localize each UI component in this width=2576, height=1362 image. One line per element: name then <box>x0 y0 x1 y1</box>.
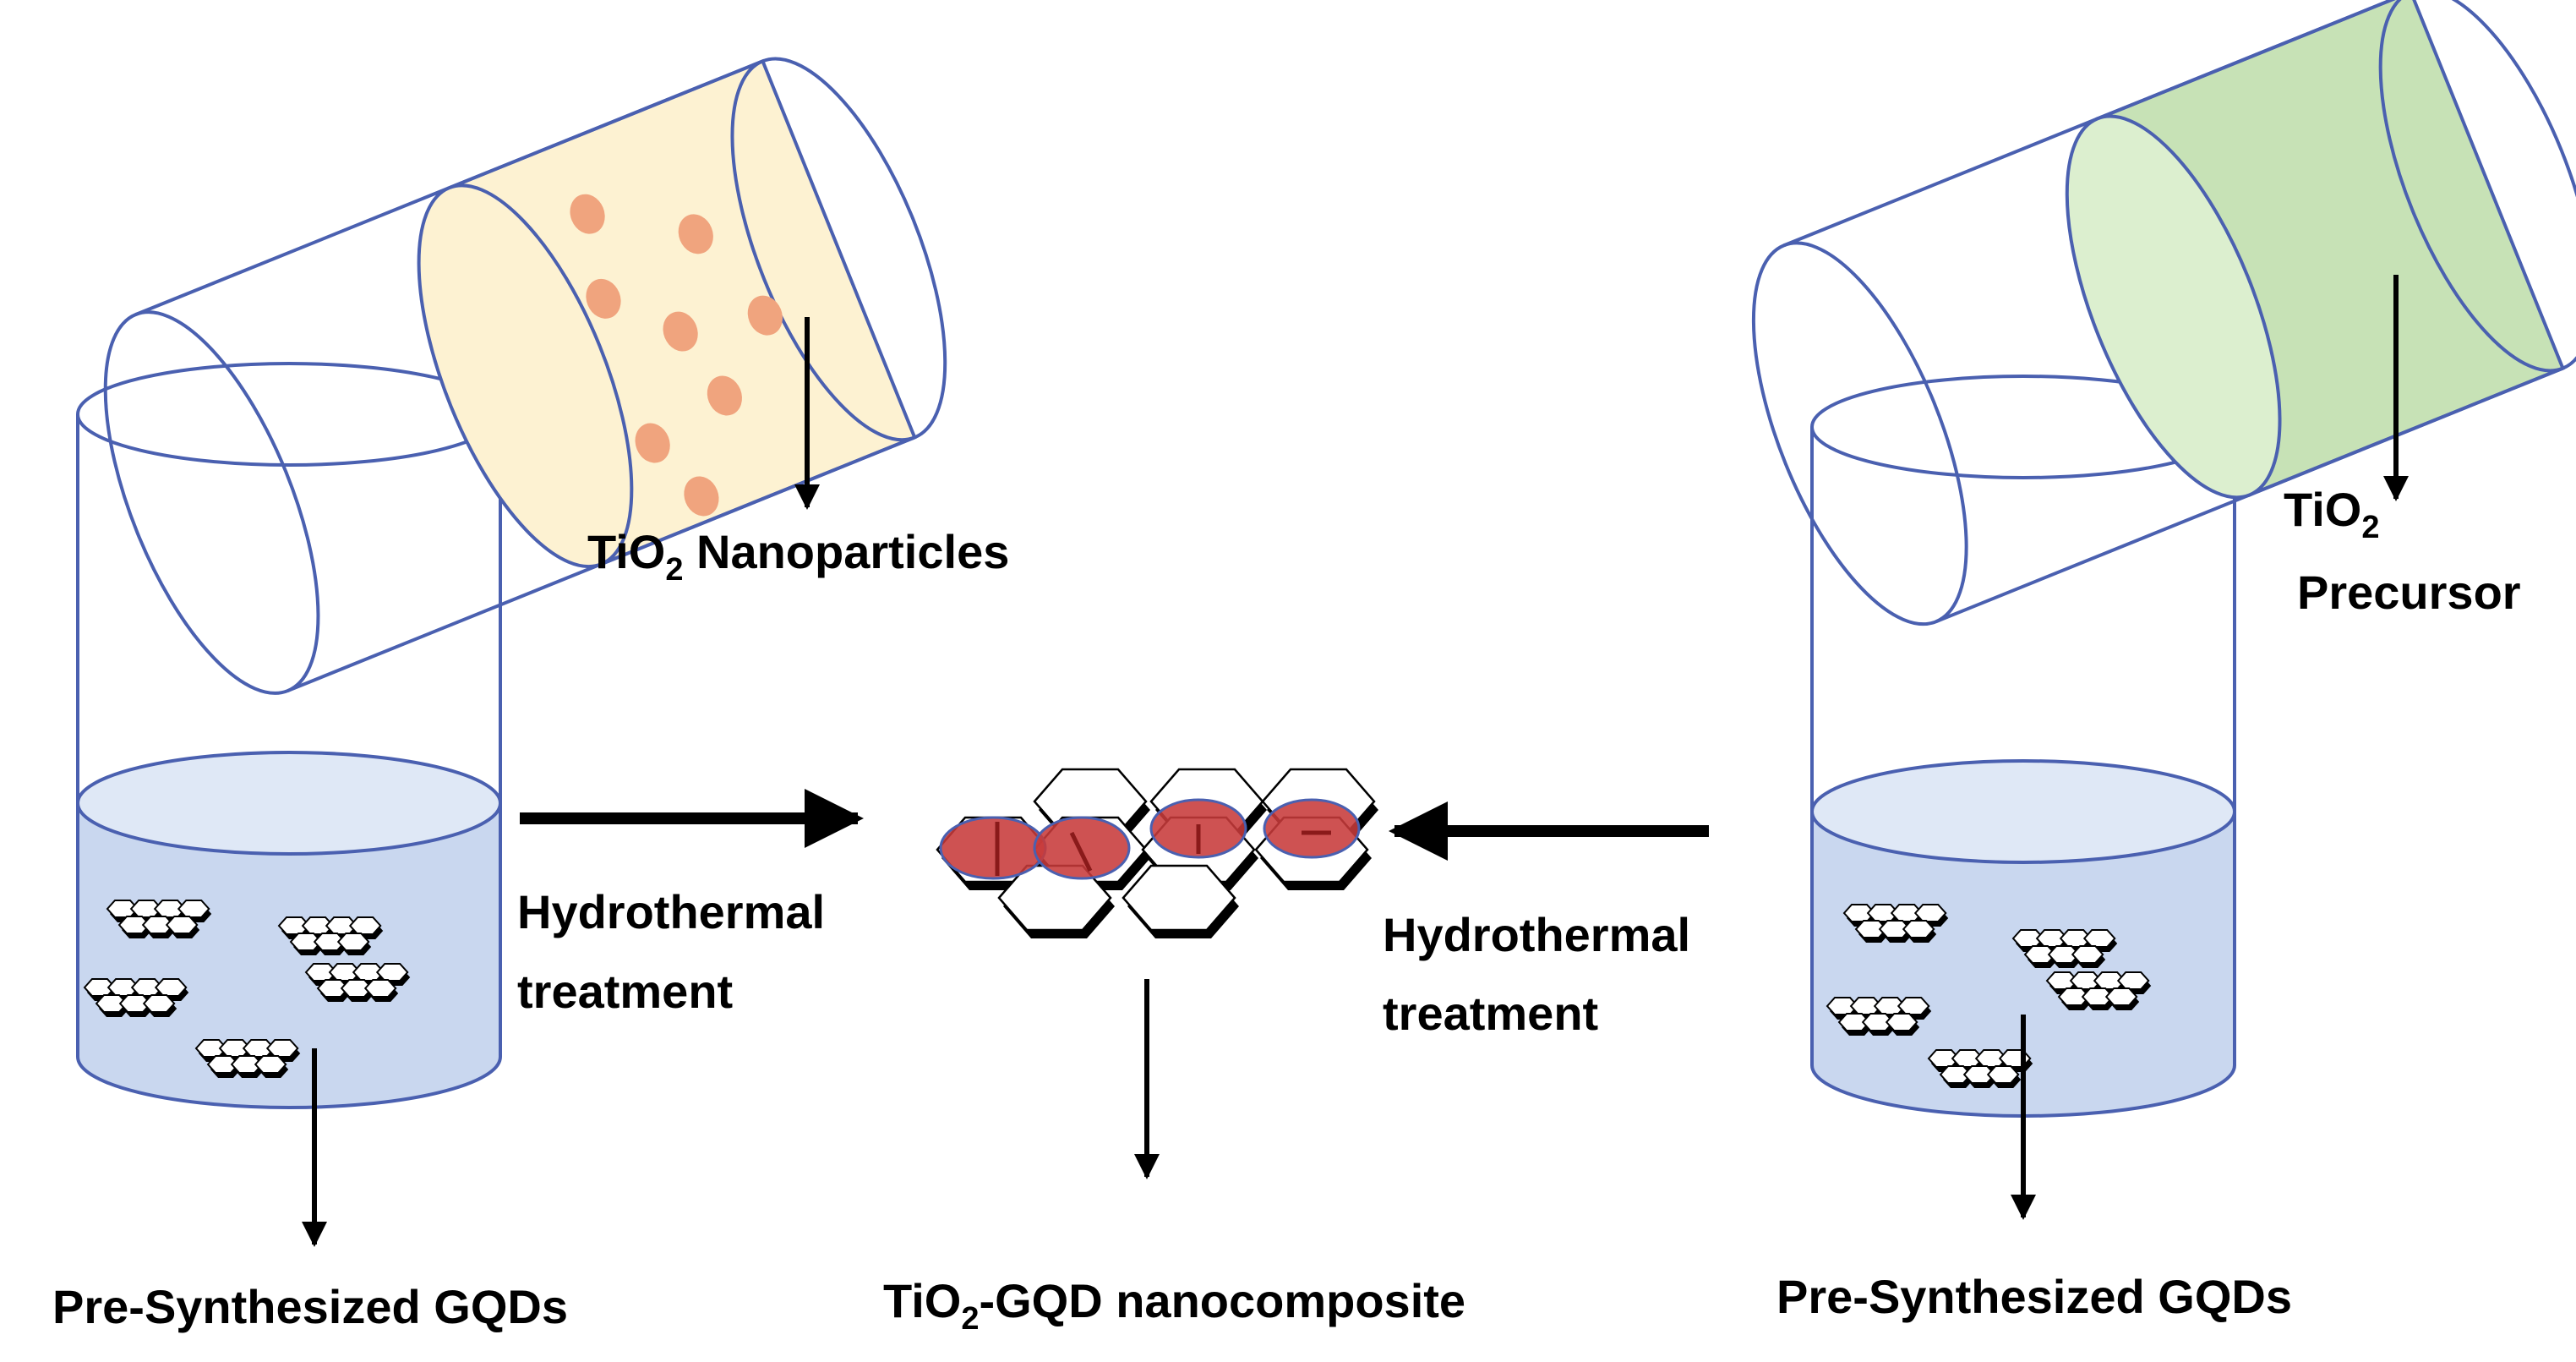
gqd-flake <box>1842 904 1949 943</box>
gqd-flake <box>2045 971 2152 1010</box>
gqd-flake <box>304 963 411 1002</box>
hydrothermal-right-label-line1: Hydrothermal <box>1383 908 1690 961</box>
left-beaker-rim <box>76 362 502 467</box>
right-beaker-liquid-surface <box>1810 759 2236 864</box>
gqd-hex <box>1122 864 1236 932</box>
nanoparticle-tube <box>103 57 947 695</box>
left-beaker-liquid-surface <box>76 751 502 856</box>
right-gqd-flakes <box>1826 904 2152 1088</box>
precursor-tube <box>1751 0 2576 626</box>
gqd-flake <box>194 1039 301 1078</box>
tio2-gqd-nanocomposite <box>936 768 1378 938</box>
tio2-nanoparticles-label: TiO2 Nanoparticles <box>587 525 1009 588</box>
arrows <box>302 275 2409 1247</box>
left-beaker-liquid <box>76 801 502 1109</box>
left-beaker <box>76 362 502 1109</box>
right-gqds-label: Pre-Synthesized GQDs <box>1776 1270 2292 1323</box>
hydrothermal-left-label-line1: Hydrothermal <box>517 885 825 938</box>
tio2-precursor-label-line2: Precursor <box>2297 566 2521 619</box>
right-beaker <box>1810 375 2236 1118</box>
left-gqds-label: Pre-Synthesized GQDs <box>52 1280 568 1333</box>
gqd-flake <box>277 916 384 955</box>
gqd-flake <box>1927 1049 2033 1088</box>
tio2-precursor-label-line1: TiO2 <box>2284 483 2379 545</box>
gqd-flake <box>106 900 212 938</box>
right-beaker-liquid <box>1810 810 2236 1118</box>
nanocomposite-label: TiO2-GQD nanocomposite <box>883 1274 1465 1337</box>
gqd-flake <box>1826 997 1932 1036</box>
tio2-nanoparticle-dots <box>570 194 783 517</box>
gqd-flake <box>2011 929 2118 968</box>
hydrothermal-left-label-line2: treatment <box>517 965 733 1018</box>
left-gqd-flakes <box>83 900 411 1078</box>
tio2-particles-on-gqd <box>939 798 1361 880</box>
hydrothermal-right-label-line2: treatment <box>1383 987 1598 1040</box>
gqd-flake <box>83 978 189 1017</box>
